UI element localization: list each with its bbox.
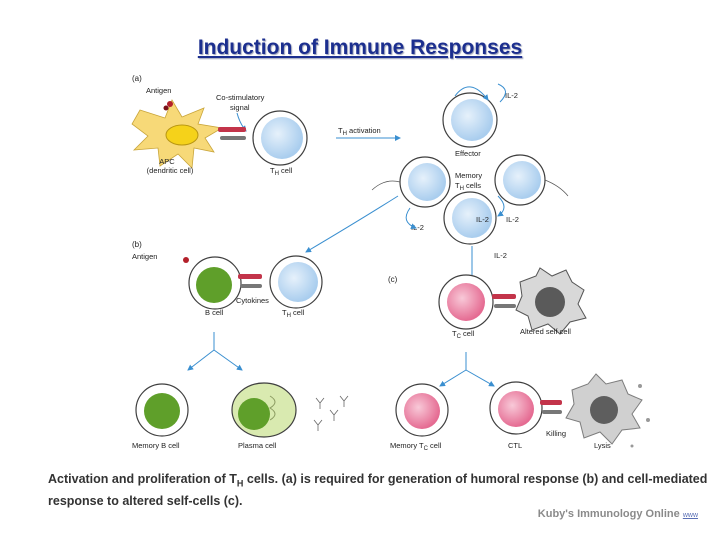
il2-label-right: IL-2 <box>506 215 519 224</box>
il2-label-bottom: IL-2 <box>494 251 507 260</box>
il2-label-top: IL-2 <box>505 91 518 100</box>
th-cell-b <box>269 255 323 309</box>
memory-b-cell <box>135 383 189 437</box>
th-cell-label-a: TH cell <box>270 166 293 177</box>
arrow-to-b <box>305 195 399 253</box>
costim-label-1: Co-stimulatory <box>216 93 265 102</box>
memory-tc-label: Memory TC cell <box>390 441 442 452</box>
memory-th-cell-left <box>399 156 451 208</box>
receptor-complex-a <box>218 127 246 140</box>
th-cell-label-b: TH cell <box>282 308 305 319</box>
apc-label-2: (dendritic cell) <box>147 166 194 175</box>
b-cell-label: B cell <box>205 308 224 317</box>
receptor-complex-ctl <box>540 400 562 414</box>
memory-th-cell-right <box>494 154 546 206</box>
antibodies <box>313 395 349 431</box>
apc-dendritic-cell <box>131 99 224 169</box>
lysed-cell <box>565 373 650 448</box>
effector-th-cell <box>442 92 498 148</box>
tc-cell-label: TC cell <box>452 329 475 340</box>
arrow-to-memory-tc <box>439 369 467 387</box>
altered-self-cell <box>515 267 587 335</box>
effector-label: Effector <box>455 149 481 158</box>
page-title: Induction of Immune Responses <box>197 36 523 59</box>
cytokines-label: Cytokines <box>236 296 269 305</box>
lysis-label: Lysis <box>594 441 611 450</box>
arrow-to-ctl <box>465 369 495 387</box>
plasma-label: Plasma cell <box>238 441 277 450</box>
antigen-label-b: Antigen <box>132 252 157 261</box>
altered-self-label: Altered self cell <box>520 327 571 336</box>
memory-b-label: Memory B cell <box>132 441 180 450</box>
apc-label-1: APC <box>159 157 175 166</box>
tc-cell <box>438 274 494 330</box>
receptor-complex-c <box>492 294 516 308</box>
th-cell-center <box>443 191 497 245</box>
panel-b-label: (b) <box>132 240 142 249</box>
il2-label-center: IL-2 <box>476 215 489 224</box>
memory-tc-cell <box>395 383 449 437</box>
antigen-dot-a2 <box>163 105 169 111</box>
plasma-cell <box>231 382 297 438</box>
b-cell <box>188 256 242 310</box>
th-cell-a <box>252 110 308 166</box>
ctl-label: CTL <box>508 441 522 450</box>
ctl-cell <box>489 381 543 435</box>
source-credit: Kuby's Immunology Online www <box>537 508 698 520</box>
arrow-to-memory-b <box>187 349 215 371</box>
killing-label: Killing <box>546 429 566 438</box>
figure-caption: Activation and proliferation of TH cells… <box>48 472 708 508</box>
antigen-dot-b <box>183 257 189 263</box>
costim-label-2: signal <box>230 103 250 112</box>
receptor-complex-b <box>238 274 262 288</box>
www-link[interactable]: www <box>682 512 698 519</box>
antigen-label-a: Antigen <box>146 86 171 95</box>
th-activation-label: TH activation <box>338 126 381 137</box>
memory-label: Memory <box>455 171 482 180</box>
panel-a-label: (a) <box>132 74 142 83</box>
antigen-dot-a <box>167 101 173 107</box>
arrow-to-plasma <box>213 349 243 371</box>
memory-th-label: TH cells <box>455 181 481 192</box>
panel-c-label: (c) <box>388 275 398 284</box>
il2-label-left: IL-2 <box>411 223 424 232</box>
